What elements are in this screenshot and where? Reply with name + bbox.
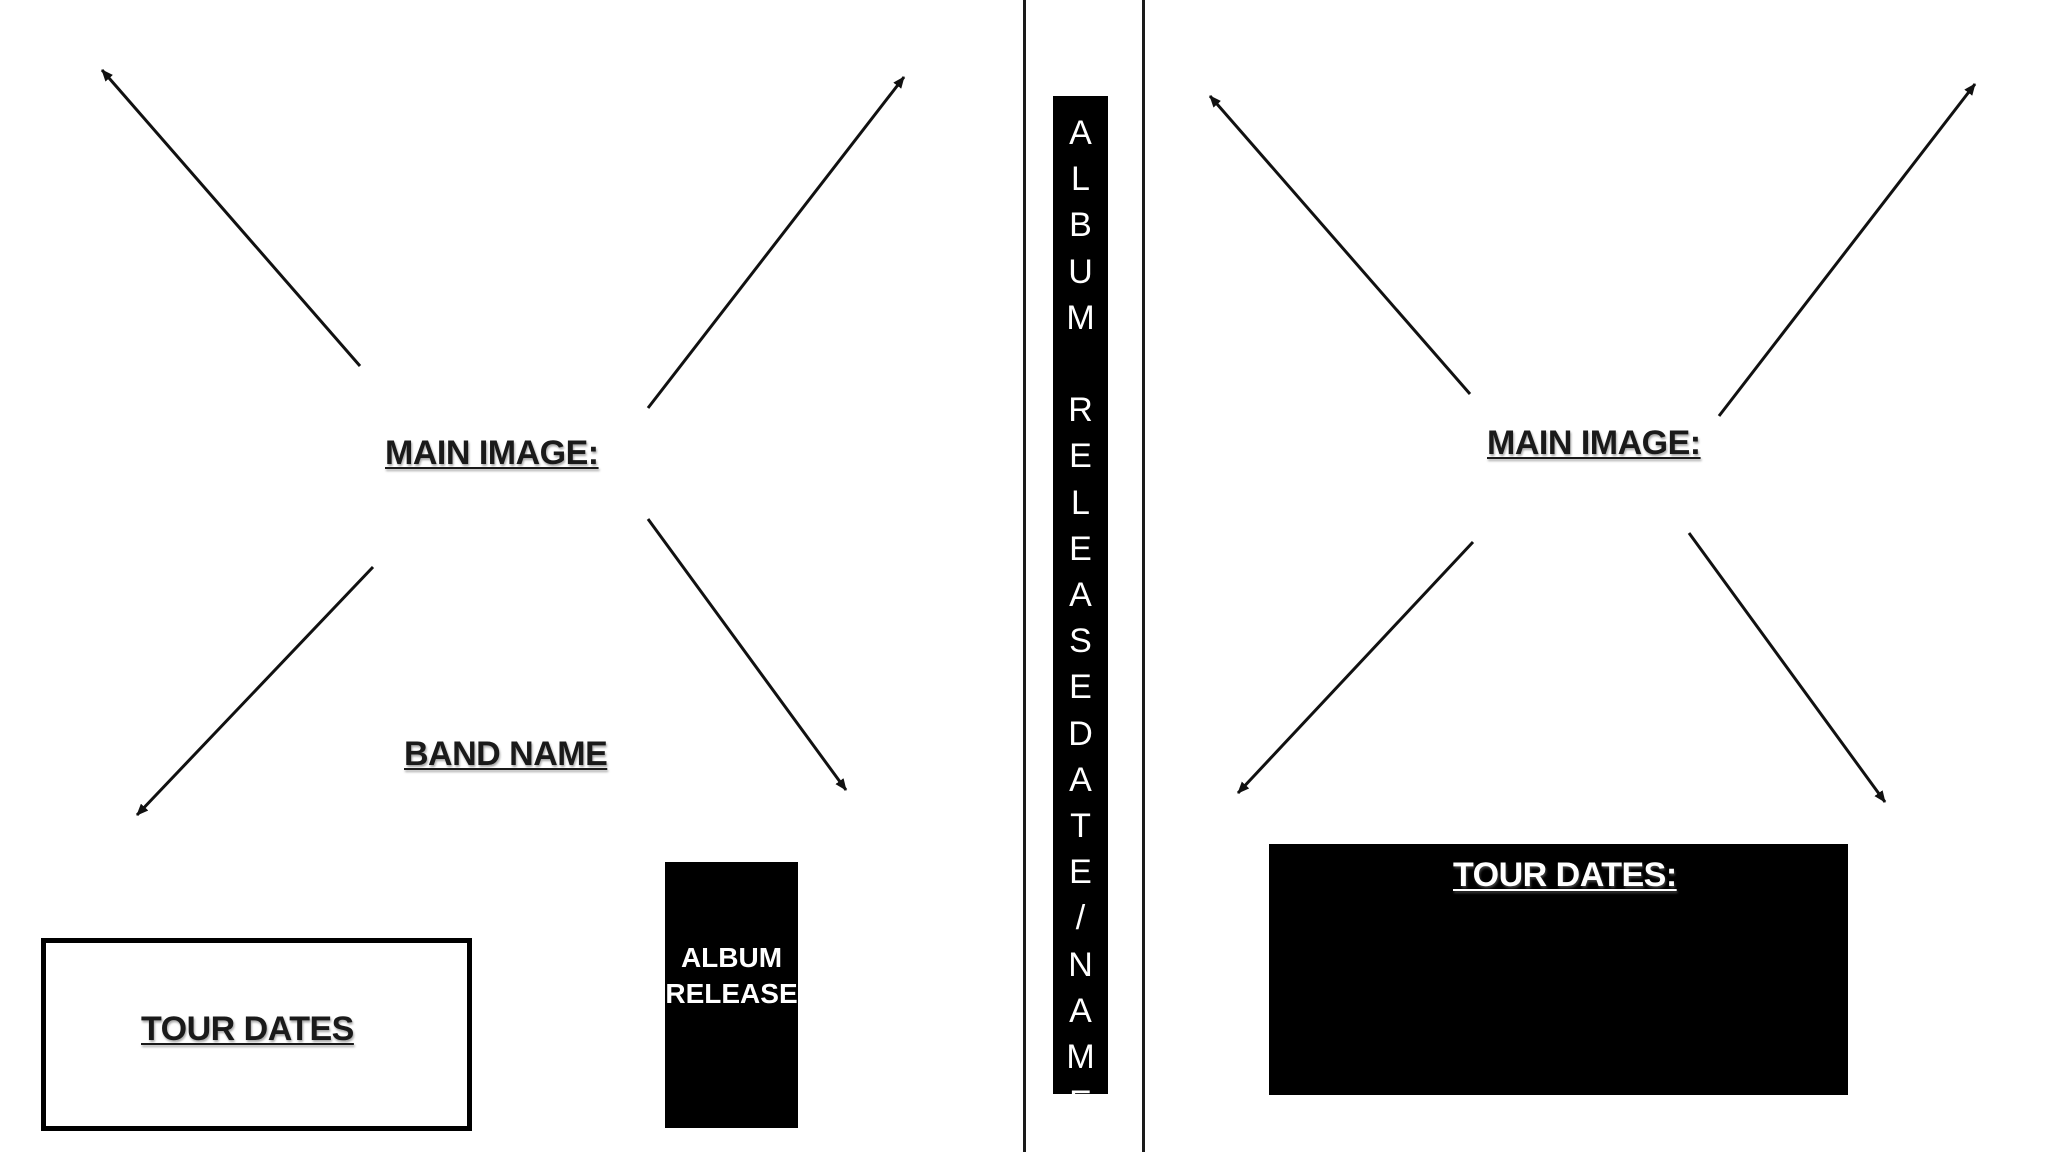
spine-divider-right	[1142, 0, 1145, 1152]
arrow-left-upper-right	[646, 76, 906, 409]
arrow-left-upper-left	[100, 69, 362, 367]
left-main-image-label: MAIN IMAGE:	[385, 434, 599, 472]
arrow-right-lower-left	[1236, 540, 1475, 795]
arrow-left-lower-right	[646, 518, 848, 791]
right-tour-dates-label: TOUR DATES:	[1453, 856, 1677, 894]
album-release-label: ALBUM RELEASE	[665, 942, 798, 1009]
left-tour-dates-box: TOUR DATES	[41, 938, 472, 1131]
left-tour-dates-label: TOUR DATES	[141, 1010, 354, 1048]
arrow-right-lower-right	[1687, 532, 1887, 803]
spine-box: A L B U M R E L E A S E D A T E / N A M …	[1053, 96, 1108, 1094]
spine-divider-left	[1023, 0, 1026, 1152]
spine-album-release-date-name-text: A L B U M R E L E A S E D A T E / N A M …	[1066, 114, 1095, 1094]
band-name-label: BAND NAME	[404, 735, 608, 773]
arrow-right-upper-right	[1717, 83, 1977, 417]
right-main-image-label: MAIN IMAGE:	[1487, 424, 1701, 462]
album-release-box: ALBUM RELEASE	[665, 862, 798, 1128]
right-tour-dates-box: TOUR DATES:	[1269, 844, 1848, 1095]
arrow-left-lower-left	[135, 565, 375, 817]
arrow-right-upper-left	[1208, 95, 1472, 395]
